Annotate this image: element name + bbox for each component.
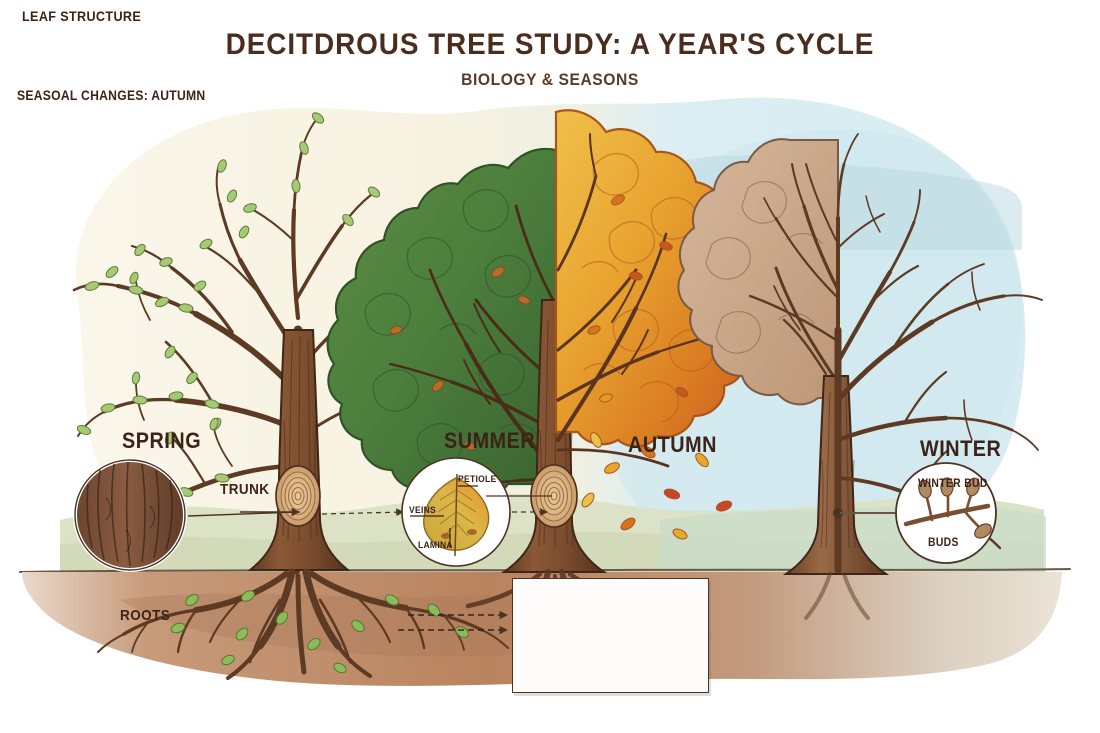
autumn-canopy-branches [556,133,722,468]
page-title: DECITDROUS TREE STUDY: A YEAR'S CYCLE [225,28,875,61]
annotation-trunk: TRUNK [220,481,270,498]
summer-accent-leaves [389,266,531,451]
late-autumn-branches [748,163,838,382]
legend-card [512,578,709,693]
legend-title: LEAF STRUCTURE [22,8,142,24]
callout-leaf-shape [423,473,490,557]
annotation-roots: ROOTS [120,607,171,624]
bark-callout-circle [73,458,187,572]
season-label-summer: SUMMER [444,428,536,453]
winter-trunk-anchor-dot [833,508,843,518]
season-label-autumn: AUTUMN [628,432,718,457]
season-label-spring: SPRING [122,428,202,453]
leaf-label-lamina: LAMINA [418,540,453,551]
trunk-to-leaf-dashed [321,508,405,517]
legend-footer: SEASOAL CHANGES: AUTUMN [17,88,206,103]
bud-label-winter-bud: WINTER BUD [918,478,988,490]
page-subtitle: BIOLOGY & SEASONS [461,70,639,89]
ground-line [19,568,1071,573]
leaf-label-petiole: PETIOLE [458,474,497,485]
leaf-label-veins: VEINS [409,505,437,516]
late-autumn-canopy [677,138,839,406]
late-autumn-tree [677,138,890,620]
bud-label-buds: BUDS [928,537,959,549]
spring-trunk-rings [275,465,321,527]
winter-tree-roots [804,572,870,620]
season-label-winter: WINTER [920,436,1002,461]
falling-leaves [581,432,733,540]
bud-callout-circle [895,462,997,564]
autumn-canopy-texture [581,153,739,423]
